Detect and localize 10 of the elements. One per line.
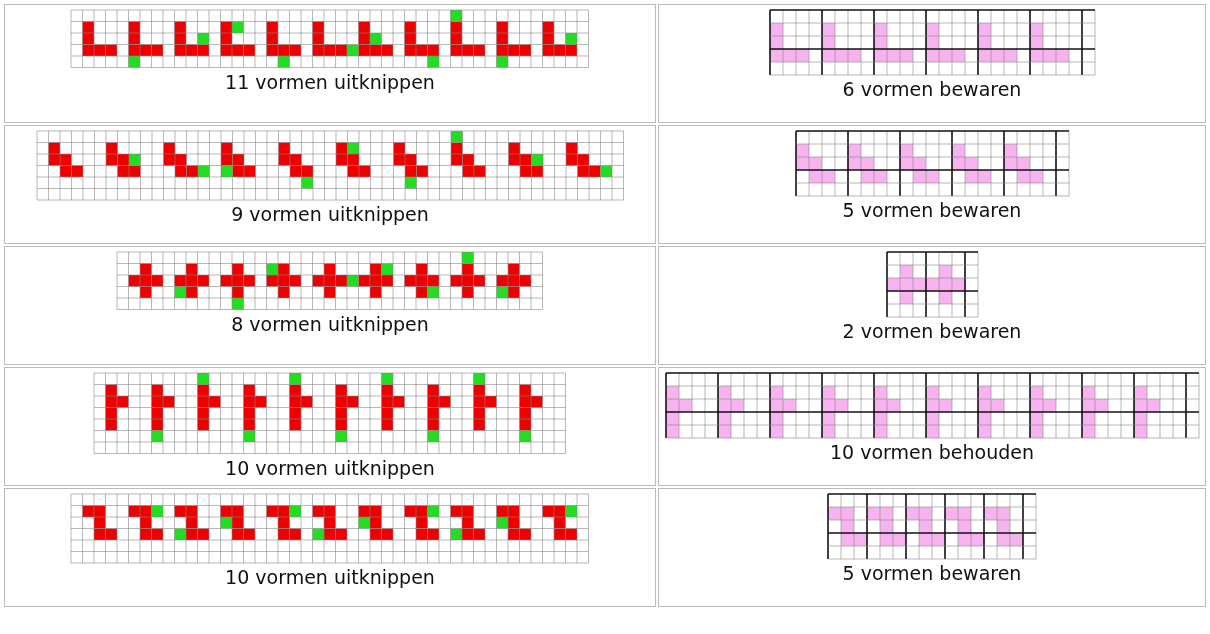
- caption: 5 vormen bewaren: [842, 562, 1022, 584]
- caption: 8 vormen uitknippen: [231, 312, 429, 335]
- caption: 10 vormen uitknippen: [225, 456, 435, 479]
- caption: 10 vormen behouden: [829, 441, 1035, 463]
- caption: 10 vormen uitknippen: [225, 566, 435, 588]
- caption: 6 vormen bewaren: [842, 78, 1022, 100]
- caption: 11 vormen uitknippen: [225, 70, 435, 93]
- caption: 9 vormen uitknippen: [231, 203, 429, 225]
- caption: 2 vormen bewaren: [842, 320, 1022, 342]
- caption: 5 vormen bewaren: [842, 199, 1022, 221]
